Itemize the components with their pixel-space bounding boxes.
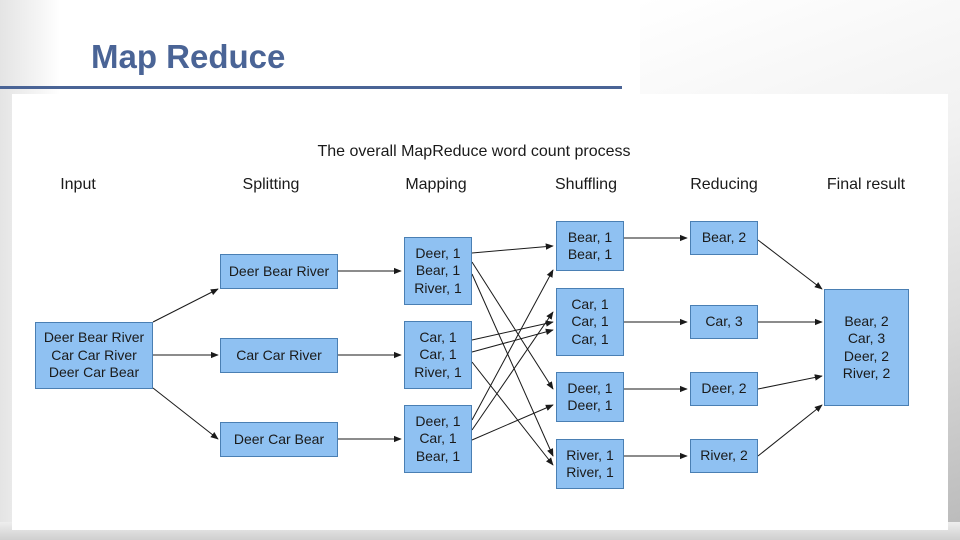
final-line: River, 2 (842, 365, 891, 381)
reduce-box-bear: Bear, 2 (690, 221, 758, 255)
arrow-reduce-to-final-river (757, 404, 823, 457)
stage-label-input: Input (60, 176, 96, 193)
final-line: Bear, 2 (844, 312, 889, 329)
map-line: Deer, 1 (415, 412, 461, 429)
shuffle-line: Bear, 1 (567, 246, 613, 262)
arrow-map1-to-shuffle-bear (471, 243, 554, 254)
reduce-box-car: Car, 3 (690, 305, 758, 339)
split-box-2: Car Car River (220, 338, 338, 373)
shuffle-line: Bear, 1 (567, 228, 613, 245)
map-line: Car, 1 (419, 328, 457, 345)
input-box: Deer Bear River Car Car River Deer Car B… (35, 322, 153, 389)
reduce-line: River, 2 (700, 447, 748, 464)
shuffle-line: Deer, 1 (567, 379, 613, 396)
diagram-caption: The overall MapReduce word count process (317, 143, 631, 160)
title-underline (0, 86, 622, 89)
reduce-box-river: River, 2 (690, 439, 758, 473)
map-line: Car, 1 (419, 346, 457, 363)
map-line: Deer, 1 (415, 244, 461, 261)
reduce-line: Bear, 2 (701, 229, 747, 246)
shuffle-box-car: Car, 1 Car, 1 Car, 1 (556, 288, 624, 356)
map-box-3: Deer, 1 Car, 1 Bear, 1 (404, 405, 472, 473)
input-line: Car Car River (51, 346, 137, 363)
map-line: Car, 1 (419, 430, 457, 447)
reduce-line: Deer, 2 (701, 380, 747, 397)
split-line: Deer Bear River (228, 262, 330, 279)
arrow-input-to-split-3 (152, 387, 219, 440)
input-line: Deer Bear River (43, 329, 145, 346)
stage-label-final-result: Final result (826, 176, 906, 193)
stage-label-mapping: Mapping (405, 176, 467, 193)
map-box-1: Deer, 1 Bear, 1 River, 1 (404, 237, 472, 305)
stage-label-reducing: Reducing (690, 176, 758, 193)
arrow-map2-to-shuffle-river (471, 361, 554, 466)
arrow-map1-to-shuffle-deer (471, 261, 554, 390)
split-box-1: Deer Bear River (220, 254, 338, 289)
arrow-map3-to-shuffle-deer (471, 404, 554, 441)
stage-label-splitting: Splitting (242, 176, 300, 193)
arrow-input-to-split-1 (152, 288, 219, 323)
arrow-reduce-to-final-deer (757, 374, 823, 390)
arrow-map3-to-shuffle-car (471, 311, 554, 431)
split-box-3: Deer Car Bear (220, 422, 338, 457)
map-line: River, 1 (414, 279, 462, 296)
diagram-panel (12, 94, 948, 530)
final-line: Deer, 2 (843, 347, 890, 364)
shuffle-box-bear: Bear, 1 Bear, 1 (556, 221, 624, 271)
final-result-box: Bear, 2 Car, 3 Deer, 2 River, 2 (824, 289, 909, 406)
shuffle-line: River, 1 (566, 446, 614, 463)
split-line: Car Car River (236, 346, 322, 363)
map-line: Bear, 1 (415, 262, 461, 279)
arrow-map1-to-shuffle-river (471, 273, 554, 457)
input-line: Deer Car Bear (48, 364, 140, 381)
reduce-line: Car, 3 (705, 313, 743, 330)
shuffle-line: Car, 1 (571, 295, 609, 312)
split-line: Deer Car Bear (233, 430, 325, 447)
arrow-map2-to-shuffle-car-a (471, 320, 554, 341)
reduce-box-deer: Deer, 2 (690, 372, 758, 406)
stage-label-shuffling: Shuffling (555, 176, 617, 193)
shuffle-box-river: River, 1 River, 1 (556, 439, 624, 489)
shuffle-line: River, 1 (566, 464, 614, 480)
shuffle-line: Car, 1 (571, 330, 609, 347)
arrow-map2-to-shuffle-car-b (471, 328, 554, 353)
slide-title: Map Reduce (91, 38, 286, 75)
shuffle-box-deer: Deer, 1 Deer, 1 (556, 372, 624, 422)
arrow-map3-to-shuffle-bear (471, 269, 554, 421)
map-line: Bear, 1 (415, 447, 461, 464)
shuffle-line: Deer, 1 (567, 397, 613, 413)
map-line: River, 1 (414, 363, 462, 380)
final-line: Car, 3 (847, 330, 886, 346)
map-box-2: Car, 1 Car, 1 River, 1 (404, 321, 472, 389)
arrow-reduce-to-final-bear (757, 239, 823, 290)
shuffle-line: Car, 1 (571, 313, 609, 330)
